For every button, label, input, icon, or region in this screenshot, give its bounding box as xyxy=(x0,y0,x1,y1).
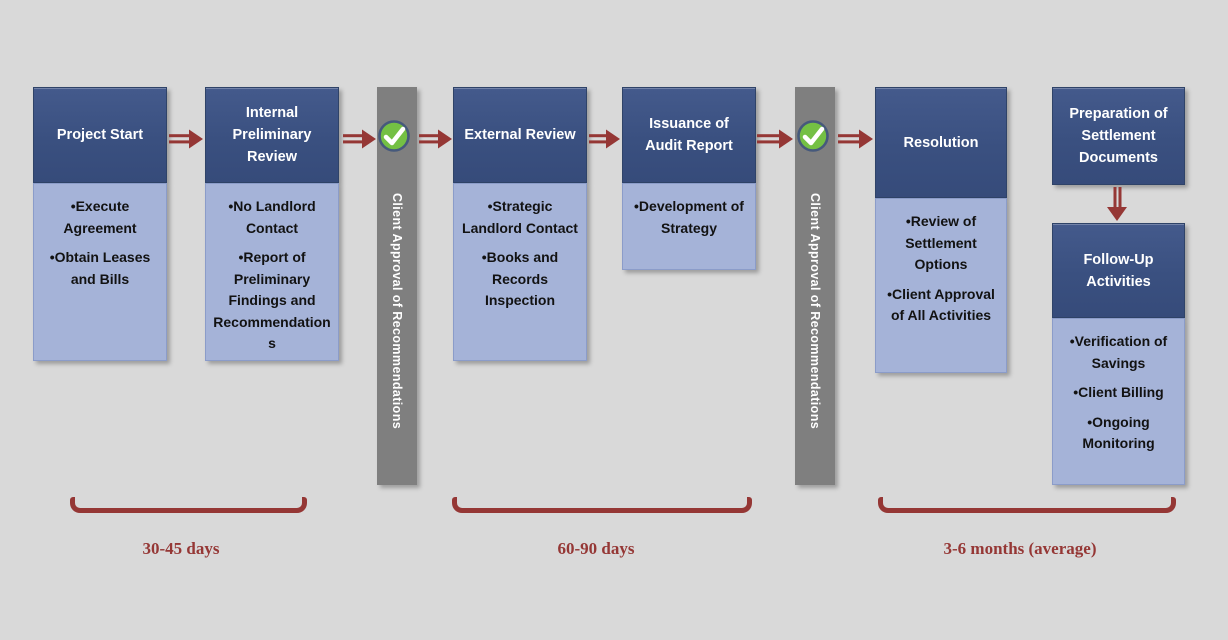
bullet-item: •Ongoing Monitoring xyxy=(1082,413,1155,452)
box-header-project-start: Project Start xyxy=(33,87,167,183)
box-header-follow-up-activities: Follow-Up Activities xyxy=(1052,223,1185,318)
bullet-item: •Client Billing xyxy=(1073,384,1164,400)
bullet-item: •Review of Settlement Options xyxy=(905,213,977,272)
arrow-right-icon xyxy=(838,129,873,149)
box-header-issuance-of-audit-report: Issuance of Audit Report xyxy=(622,87,756,183)
bullet-item: •Development of Strategy xyxy=(634,198,744,236)
box-body-internal-preliminary-review: •No Landlord Contact •Report of Prelimin… xyxy=(205,183,339,361)
box-body-issuance-of-audit-report: •Development of Strategy xyxy=(622,183,756,270)
timeline-label: 30-45 days xyxy=(142,539,220,558)
box-body-follow-up-activities: •Verification of Savings •Client Billing… xyxy=(1052,318,1185,485)
timeline-bracket xyxy=(70,497,307,513)
box-title: Issuance of Audit Report xyxy=(645,116,733,154)
timeline-bracket xyxy=(878,497,1176,513)
arrow-down-icon xyxy=(1107,187,1127,221)
box-header-external-review: External Review xyxy=(453,87,587,183)
arrow-right-icon xyxy=(169,129,203,149)
bullet-item: •Client Approval of All Activities xyxy=(887,285,995,324)
box-title: Internal Preliminary Review xyxy=(232,105,312,165)
box-title: Resolution xyxy=(903,134,979,151)
bullet-item: •No Landlord Contact xyxy=(228,198,316,236)
box-title: Project Start xyxy=(56,127,144,143)
box-body-project-start: •Execute Agreement •Obtain Leases and Bi… xyxy=(33,183,167,361)
timeline-label: 60-90 days xyxy=(557,539,635,558)
box-title: Follow-Up Activities xyxy=(1083,251,1154,290)
approval-gate-label: Client Approval of Recommendations xyxy=(808,193,822,430)
arrow-right-icon xyxy=(757,129,793,149)
box-body-resolution: •Review of Settlement Options •Client Ap… xyxy=(875,198,1007,373)
timeline-label: 3-6 months (average) xyxy=(943,539,1097,558)
bullet-item: •Obtain Leases and Bills xyxy=(49,249,151,287)
approval-gate-bar: Client Approval of Recommendations xyxy=(377,87,417,485)
arrow-right-icon xyxy=(419,129,452,149)
box-header-resolution: Resolution xyxy=(875,87,1007,198)
box-header-preparation-of-settlement-documents: Preparation of Settlement Documents xyxy=(1052,87,1185,185)
box-header-internal-preliminary-review: Internal Preliminary Review xyxy=(205,87,339,183)
checkmark-icon xyxy=(378,120,410,152)
bullet-item: •Execute Agreement xyxy=(63,198,137,236)
bullet-item: •Strategic Landlord Contact xyxy=(462,198,578,236)
approval-gate-bar: Client Approval of Recommendations xyxy=(795,87,835,485)
box-title: External Review xyxy=(464,127,576,143)
box-body-external-review: •Strategic Landlord Contact •Books and R… xyxy=(453,183,587,361)
arrow-right-icon xyxy=(589,129,620,149)
checkmark-icon xyxy=(797,120,829,152)
bullet-item: •Verification of Savings xyxy=(1069,333,1168,371)
approval-gate-label: Client Approval of Recommendations xyxy=(390,193,404,430)
arrow-right-icon xyxy=(343,129,376,149)
bullet-item: •Books and Records Inspection xyxy=(481,249,559,308)
box-title: Preparation of Settlement Documents xyxy=(1069,106,1168,166)
timeline-bracket xyxy=(452,497,752,513)
bullet-item: •Report of Preliminary Findings and Reco… xyxy=(213,249,331,351)
